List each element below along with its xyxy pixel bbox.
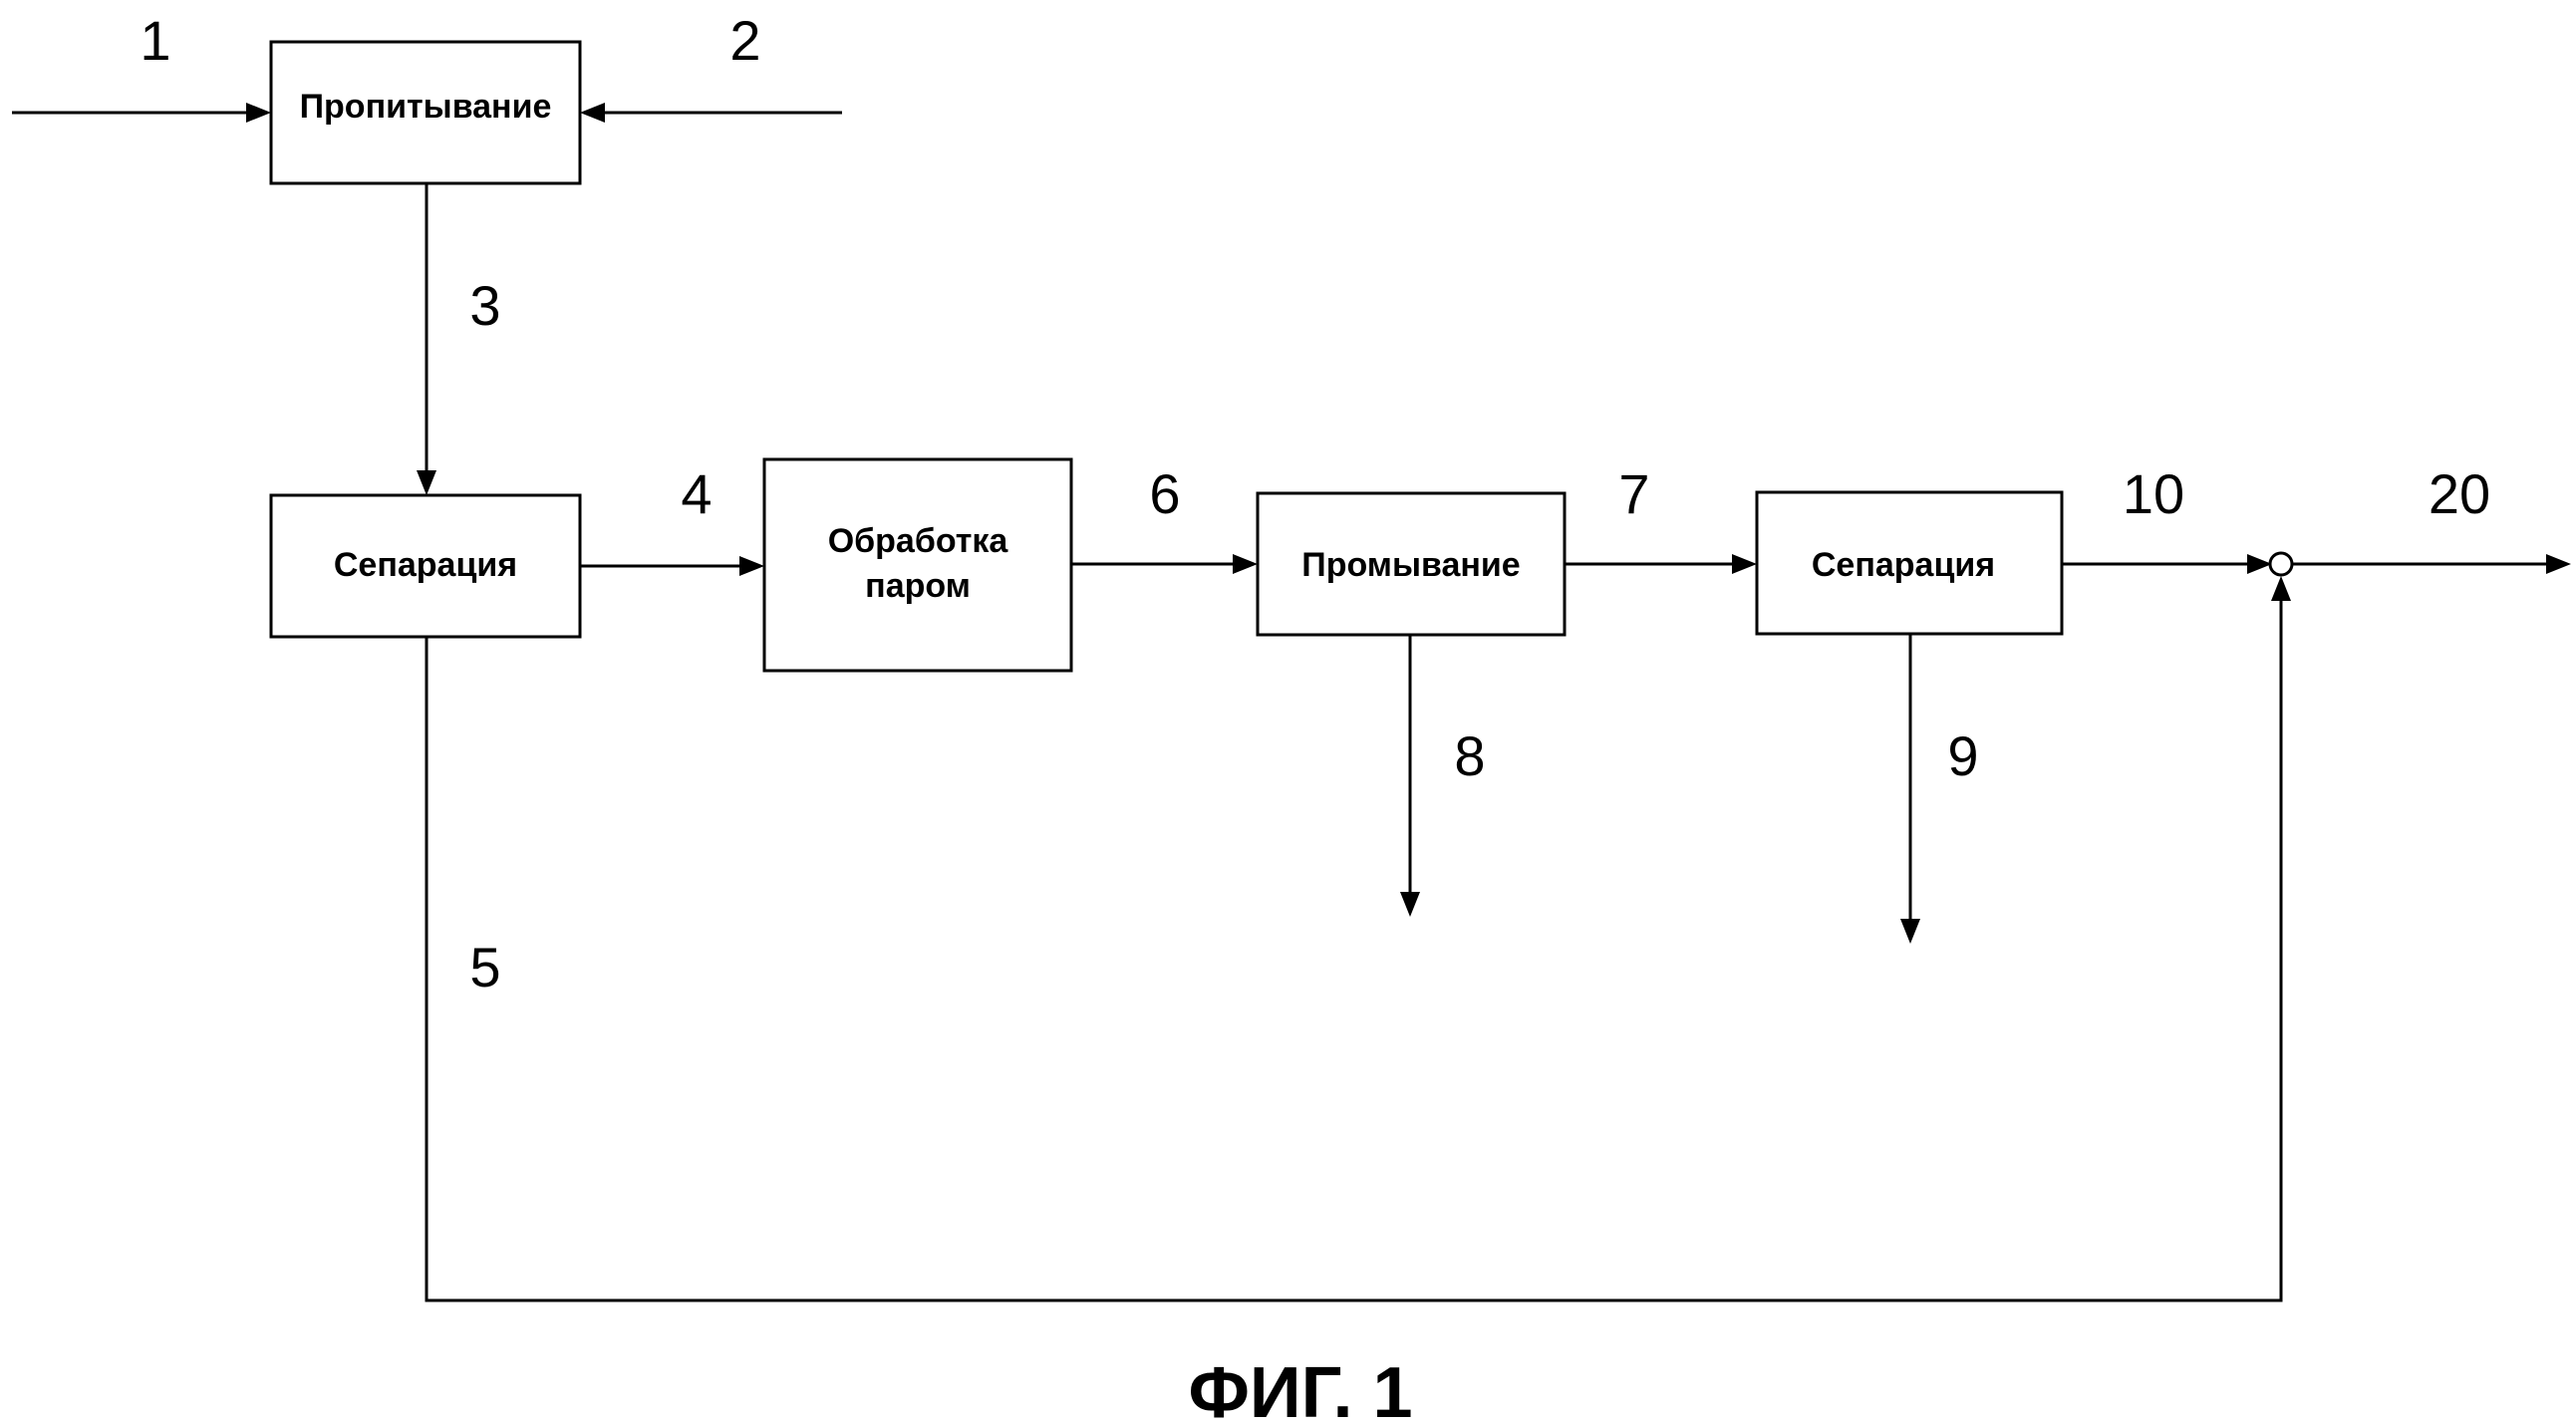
washing-label: Промывание — [1301, 546, 1520, 584]
stream-9-arrow — [1900, 634, 1920, 944]
stream-label-7: 7 — [1618, 462, 1649, 525]
stream-1-arrow — [12, 103, 271, 123]
stream-label-3: 3 — [469, 274, 500, 337]
stream-7-arrow — [1565, 554, 1757, 574]
stream-10-arrow — [2062, 554, 2272, 574]
stream-3-arrow — [417, 183, 436, 495]
stream-label-9: 9 — [1947, 724, 1978, 787]
impregnation-label: Пропитывание — [300, 88, 552, 126]
figure-caption: ФИГ. 1 — [1188, 1353, 1412, 1425]
steam-treatment-box — [762, 457, 1073, 673]
stream-label-5: 5 — [469, 936, 500, 998]
separation-2-block: Сепарация — [1755, 490, 2064, 636]
stream-4-arrow — [580, 556, 764, 576]
washing-block: Промывание — [1256, 491, 1567, 637]
separation-1-box — [269, 493, 582, 639]
stream-label-8: 8 — [1454, 724, 1485, 787]
stream-label-20: 20 — [2429, 462, 2490, 525]
steam-treatment-block: Обработка паром — [762, 457, 1073, 673]
stream-label-1: 1 — [140, 9, 170, 72]
separation-1-label: Сепарация — [334, 546, 517, 584]
stream-label-10: 10 — [2123, 462, 2184, 525]
stream-5-recycle-arrow — [425, 576, 2291, 1302]
separation-2-label: Сепарация — [1812, 546, 1995, 584]
stream-20-arrow — [2293, 554, 2571, 574]
stream-8-arrow — [1400, 635, 1420, 917]
impregnation-box — [269, 40, 582, 185]
washing-box — [1256, 491, 1567, 637]
steam-treatment-label-line-1: Обработка — [828, 522, 1009, 560]
mixing-junction — [2268, 551, 2294, 577]
stream-6-arrow — [1071, 554, 1258, 574]
stream-label-4: 4 — [681, 462, 712, 525]
separation-1-block: Сепарация — [269, 493, 582, 639]
stream-label-2: 2 — [729, 9, 760, 72]
stream-2-arrow — [580, 103, 842, 123]
stream-label-6: 6 — [1149, 462, 1180, 525]
impregnation-block: Пропитывание — [269, 40, 582, 185]
steam-treatment-label-line-2: паром — [865, 567, 971, 605]
separation-2-box — [1755, 490, 2064, 636]
